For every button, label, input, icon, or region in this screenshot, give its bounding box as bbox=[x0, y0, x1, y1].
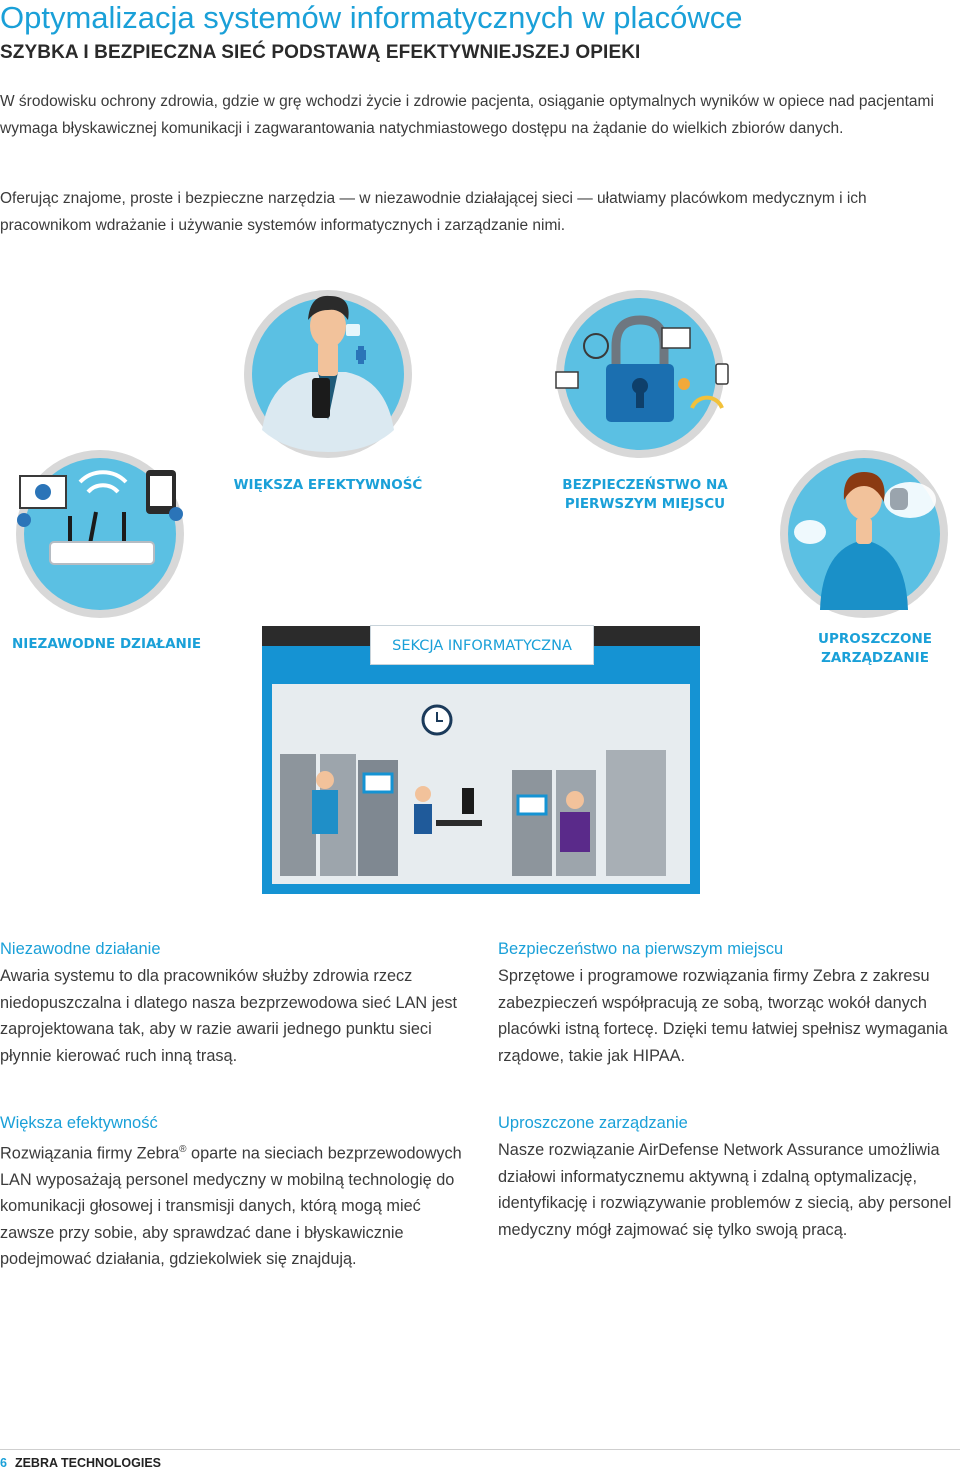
doctor-icon bbox=[244, 290, 412, 458]
reliability-heading: Niezawodne działanie bbox=[0, 940, 161, 958]
network-infographic: WIĘKSZA EFEKTYWNOŚĆ BEZPIECZEŃSTWO NA PI… bbox=[0, 280, 960, 900]
admin-woman-icon bbox=[780, 450, 948, 618]
router-icon bbox=[16, 450, 184, 618]
page-number: 6 bbox=[0, 1456, 7, 1470]
security-section: Bezpieczeństwo na pierwszym miejscu Sprz… bbox=[498, 936, 960, 1069]
simplified-text: Nasze rozwiązanie AirDefense Network Ass… bbox=[498, 1141, 952, 1239]
company-name: ZEBRA TECHNOLOGIES bbox=[14, 1456, 162, 1470]
simplified-management-label: UPROSZCZONE ZARZĄDZANIE bbox=[818, 631, 932, 666]
intro-paragraph-2: Oferując znajome, proste i bezpieczne na… bbox=[0, 190, 867, 234]
efficiency-section: Większa efektywność Rozwiązania firmy Ze… bbox=[0, 1110, 462, 1273]
page-title: Optymalizacja systemów informatycznych w… bbox=[0, 0, 743, 35]
footer-divider bbox=[0, 1449, 960, 1450]
simplified-heading: Uproszczone zarządzanie bbox=[498, 1114, 688, 1132]
efficiency-text-end: oparte na sieciach bezprzewodowych LAN w… bbox=[0, 1144, 462, 1269]
page-subtitle: SZYBKA I BEZPIECZNA SIEĆ PODSTAWĄ EFEKTY… bbox=[0, 42, 641, 63]
security-text: Sprzętowe i programowe rozwiązania firmy… bbox=[498, 967, 948, 1065]
simplified-section: Uproszczone zarządzanie Nasze rozwiązani… bbox=[498, 1110, 960, 1243]
page-footer: 6 ZEBRA TECHNOLOGIES bbox=[0, 1456, 161, 1470]
efficiency-label: WIĘKSZA EFEKTYWNOŚĆ bbox=[233, 477, 423, 493]
reliability-section: Niezawodne działanie Awaria systemu to d… bbox=[0, 936, 462, 1069]
registered-mark: ® bbox=[179, 1144, 187, 1155]
it-room bbox=[262, 626, 700, 894]
intro-paragraph-1: W środowisku ochrony zdrowia, gdzie w gr… bbox=[0, 93, 934, 137]
reliability-text: Awaria systemu to dla pracowników służby… bbox=[0, 967, 458, 1065]
reliability-label: NIEZAWODNE DZIAŁANIE bbox=[12, 636, 202, 652]
efficiency-text: Rozwiązania firmy Zebra® oparte na sieci… bbox=[0, 1137, 462, 1273]
efficiency-text-start: Rozwiązania firmy Zebra bbox=[0, 1144, 180, 1163]
security-label: BEZPIECZEŃSTWO NA PIERWSZYM MIEJSCU bbox=[562, 477, 728, 512]
security-heading: Bezpieczeństwo na pierwszym miejscu bbox=[498, 940, 784, 958]
clock-icon bbox=[421, 704, 453, 736]
efficiency-heading: Większa efektywność bbox=[0, 1114, 158, 1132]
it-section-banner: SEKCJA INFORMATYCZNA bbox=[370, 625, 594, 665]
infographic-illustration bbox=[16, 290, 948, 894]
lock-icon bbox=[555, 290, 729, 458]
